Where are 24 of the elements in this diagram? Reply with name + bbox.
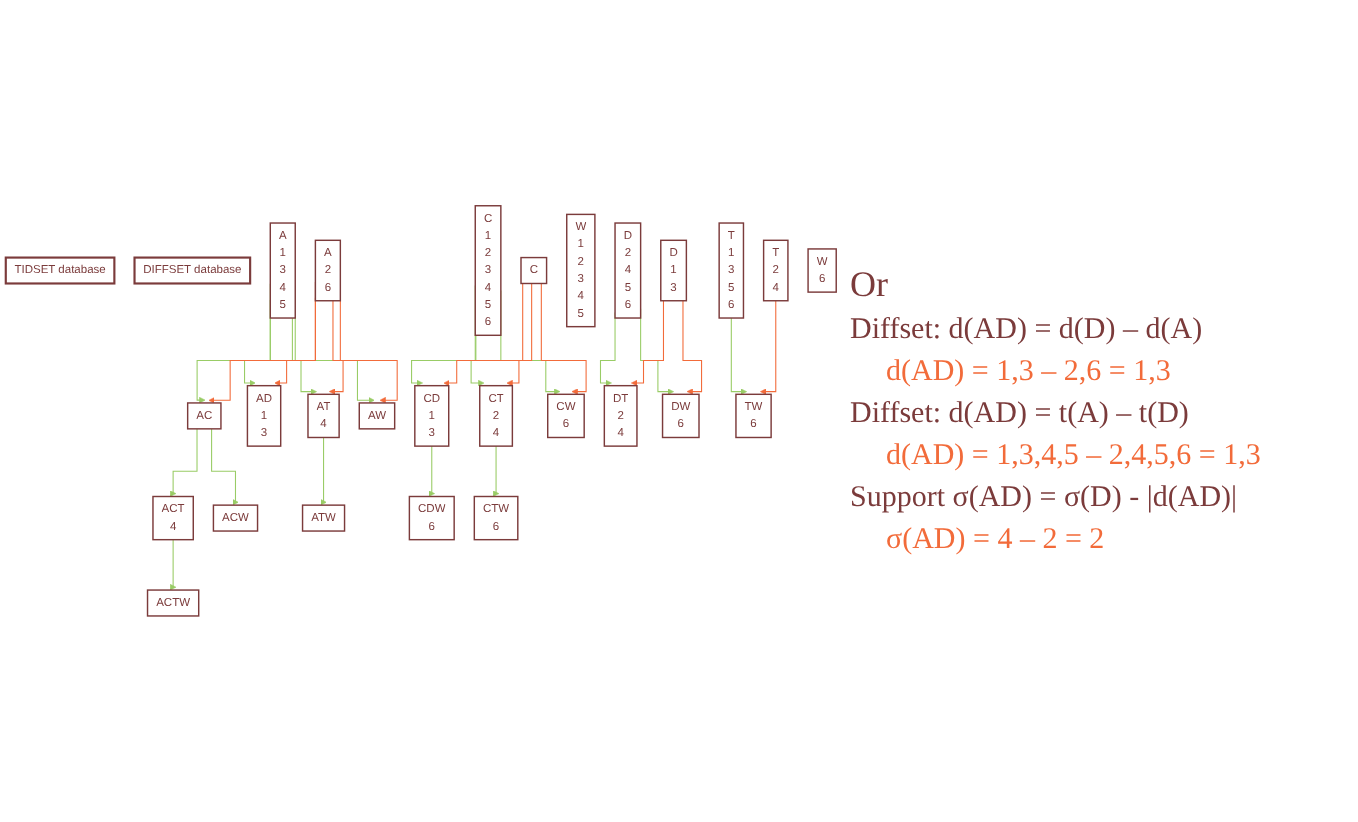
formula-text: d(AD) = 1,3,4,5 – 2,4,5,6 = 1,3 bbox=[884, 440, 1263, 474]
arrow bbox=[169, 428, 198, 497]
arrow bbox=[320, 437, 327, 506]
arrow bbox=[211, 428, 239, 506]
formula-text: Support σ(AD) = σ(D) - |d(AD)| bbox=[850, 482, 1240, 516]
arrow bbox=[540, 283, 587, 395]
formula-text: d(AD) = 1,3 – 2,6 = 1,3 bbox=[884, 356, 1173, 390]
arrow bbox=[492, 445, 500, 497]
arrow bbox=[328, 300, 344, 395]
arrow bbox=[506, 283, 533, 387]
arrow bbox=[470, 334, 485, 387]
arrow bbox=[428, 445, 435, 497]
arrow bbox=[682, 300, 703, 395]
connector-word: Or bbox=[850, 264, 890, 306]
arrow bbox=[291, 317, 317, 395]
formula-text: σ(AD) = 4 – 2 = 2 bbox=[884, 524, 1107, 558]
arrow bbox=[760, 300, 777, 395]
arrow bbox=[169, 539, 177, 591]
arrow bbox=[274, 297, 316, 387]
formula-text: Diffset: d(AD) = t(A) – t(D) bbox=[850, 398, 1191, 432]
arrow bbox=[730, 317, 747, 395]
formula-text: Diffset: d(AD) = d(D) – d(A) bbox=[850, 314, 1205, 348]
arrow bbox=[443, 283, 524, 387]
arrow bbox=[631, 300, 664, 387]
